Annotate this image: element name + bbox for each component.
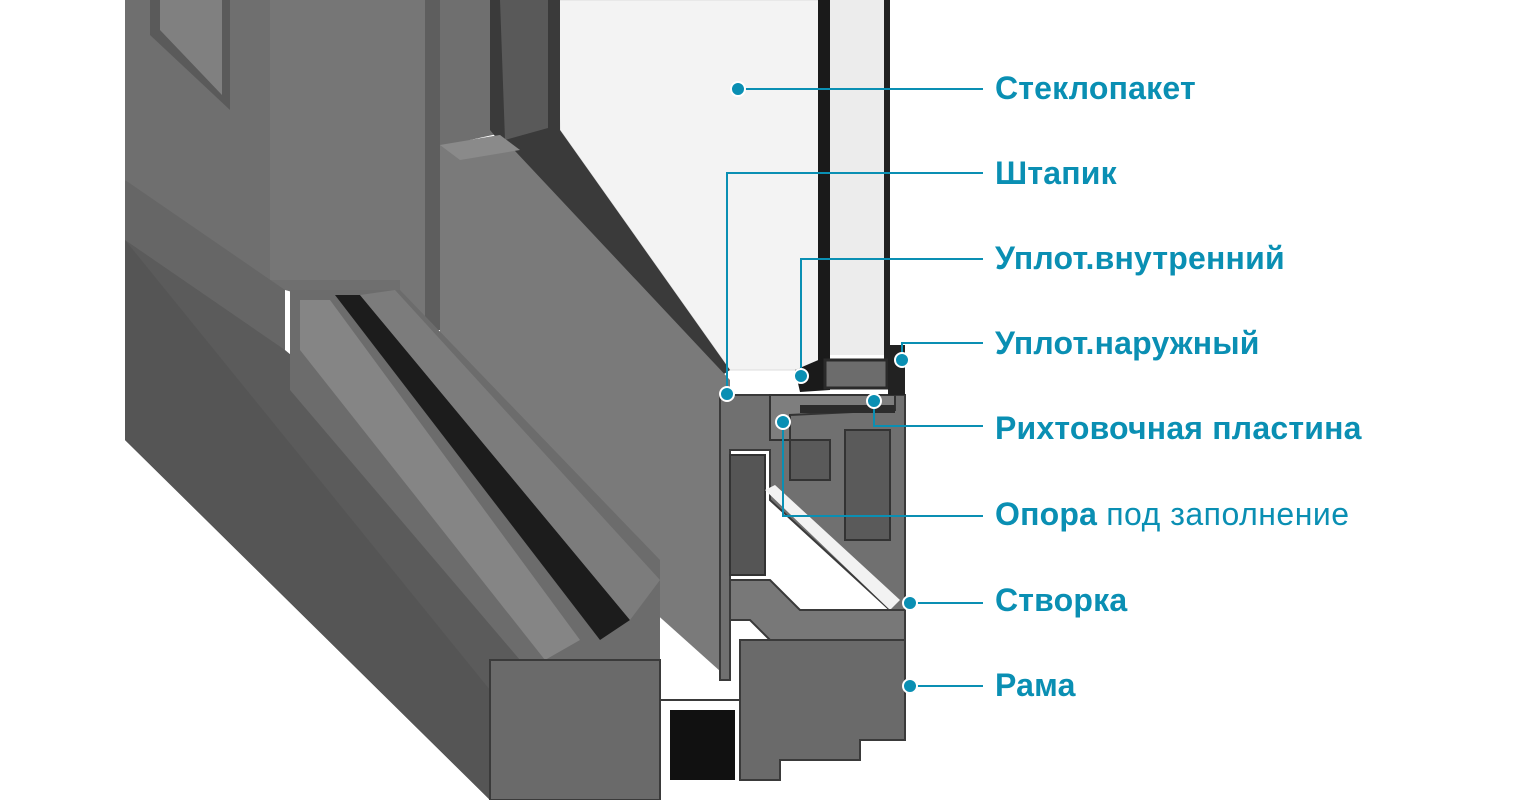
label-opora: Опора под заполнение	[995, 496, 1350, 532]
leader-rikhtovochnaya-dot	[866, 393, 882, 409]
section-frame-black-insert	[670, 710, 735, 780]
label-shtapik: Штапик	[995, 155, 1117, 191]
label-rama: Рама	[995, 667, 1076, 703]
leader-shtapik-dot	[719, 386, 735, 402]
track-side-face	[125, 240, 490, 800]
sash-rail-face	[440, 135, 730, 680]
window-opening-inner	[160, 0, 222, 95]
section-glass-spacer	[823, 358, 889, 390]
label-opora-extra: под заполнение	[1106, 496, 1350, 532]
vertical-stile	[270, 0, 440, 330]
leader-uplot-inner	[800, 258, 983, 376]
leader-stvorka-dot	[902, 595, 918, 611]
label-steklopaket: Стеклопакет	[995, 70, 1196, 106]
track-rail-3	[360, 290, 660, 620]
leader-rama-dot	[902, 678, 918, 694]
track-rail-1	[300, 300, 580, 660]
leader-uplot-inner-dot	[793, 368, 809, 384]
leader-shtapik	[726, 172, 983, 394]
sash-rail-top	[440, 135, 520, 160]
leader-opora	[782, 422, 983, 517]
glazing-rebate-lip	[500, 0, 548, 140]
section-frame	[489, 639, 906, 801]
section-chamber-2	[789, 439, 831, 481]
section-lower-sash	[729, 579, 906, 641]
section-glass-support	[800, 405, 895, 413]
label-uplot-outer: Уплот.наружный	[995, 325, 1260, 361]
label-uplot-inner: Уплот.внутренний	[995, 240, 1285, 276]
section-chamber-3	[844, 429, 891, 541]
label-rikhtovochnaya: Рихтовочная пластина	[995, 410, 1362, 446]
leader-opora-dot	[775, 414, 791, 430]
leader-rikhtovochnaya	[873, 401, 983, 427]
track-rail-2	[335, 295, 630, 640]
label-stvorka: Створка	[995, 582, 1128, 618]
leader-uplot-outer-dot	[894, 352, 910, 368]
section-chamber-1	[729, 454, 766, 576]
stile-edge	[425, 0, 440, 330]
track-top-face	[125, 180, 285, 350]
leader-steklopaket-dot	[730, 81, 746, 97]
glass-edge-1	[818, 0, 830, 380]
leader-uplot-outer	[901, 342, 983, 360]
glass-edge-2	[884, 0, 890, 360]
glazing-rebate	[490, 0, 730, 390]
